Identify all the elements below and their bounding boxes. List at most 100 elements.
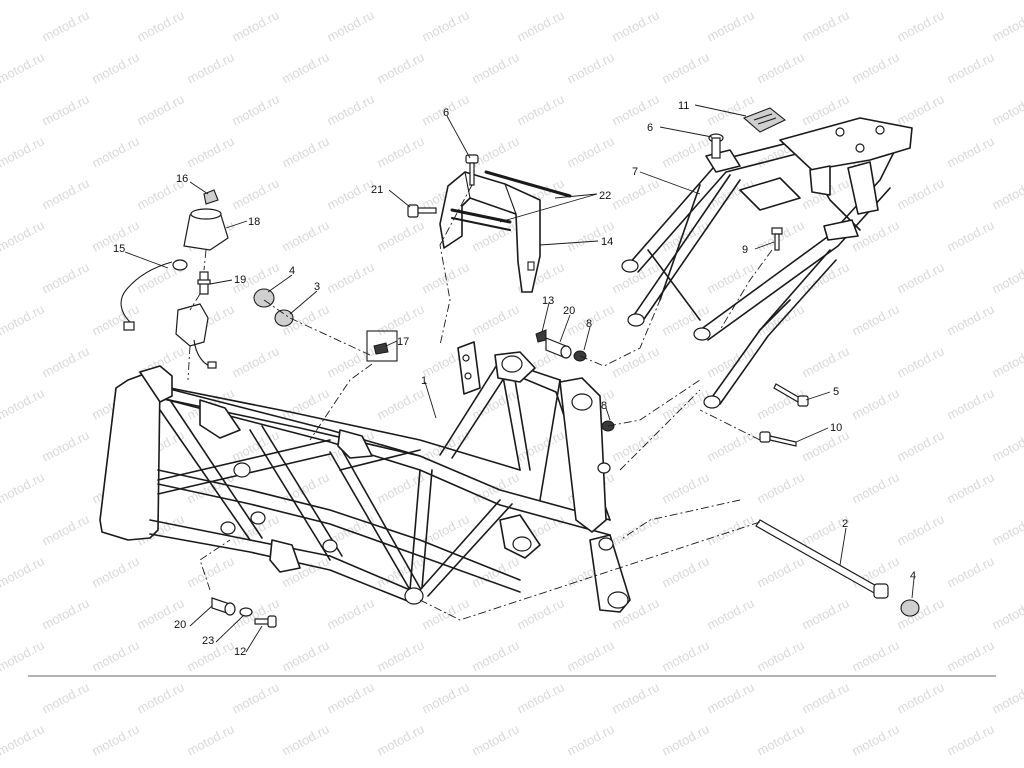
watermark-text: motod.ru <box>229 175 281 212</box>
watermark-text: motod.ru <box>849 49 901 86</box>
watermark-text: motod.ru <box>374 301 426 338</box>
callout-8-lower: 8 <box>601 400 607 412</box>
watermark-text: motod.ru <box>324 595 376 632</box>
callout-5: 5 <box>833 386 839 398</box>
watermark-text: motod.ru <box>134 679 186 716</box>
watermark-text: motod.ru <box>0 469 47 506</box>
rear-subframe <box>621 117 913 409</box>
watermark-text: motod.ru <box>89 637 141 674</box>
callout-10: 10 <box>830 422 842 434</box>
watermark-text: motod.ru <box>374 49 426 86</box>
watermark-text: motod.ru <box>894 343 946 380</box>
watermark-text: motod.ru <box>374 133 426 170</box>
watermark-text: motod.ru <box>514 7 566 44</box>
watermark-text: motod.ru <box>894 679 946 716</box>
watermark-text: motod.ru <box>419 7 471 44</box>
callout-15: 15 <box>113 243 125 255</box>
callout-6-upper: 6 <box>443 107 449 119</box>
watermark-text: motod.ru <box>799 427 851 464</box>
watermark-text: motod.ru <box>514 91 566 128</box>
watermark-text: motod.ru <box>39 7 91 44</box>
watermark-text: motod.ru <box>659 0 711 3</box>
watermark-text: motod.ru <box>609 175 661 212</box>
watermark-text: motod.ru <box>324 175 376 212</box>
watermark-text: motod.ru <box>704 595 756 632</box>
watermark-text: motod.ru <box>944 469 996 506</box>
watermark-text: motod.ru <box>134 91 186 128</box>
watermark-text: motod.ru <box>989 175 1024 212</box>
watermark-text: motod.ru <box>89 301 141 338</box>
watermark-text: motod.ru <box>514 595 566 632</box>
watermark-text: motod.ru <box>89 49 141 86</box>
watermark-text: motod.ru <box>39 175 91 212</box>
watermark-text: motod.ru <box>184 0 236 3</box>
watermark-text: motod.ru <box>0 385 47 422</box>
watermark-text: motod.ru <box>324 259 376 296</box>
watermark-text: motod.ru <box>324 91 376 128</box>
cover-bracket <box>439 170 572 293</box>
watermark-text: motod.ru <box>39 343 91 380</box>
watermark-text: motod.ru <box>659 553 711 590</box>
fasteners <box>120 107 920 628</box>
watermark-text: motod.ru <box>849 469 901 506</box>
watermark-text: motod.ru <box>944 49 996 86</box>
leader-lines <box>124 104 915 653</box>
watermark-text: motod.ru <box>754 469 806 506</box>
watermark-text: motod.ru <box>799 595 851 632</box>
main-frame <box>99 341 631 613</box>
watermark-text: motod.ru <box>849 637 901 674</box>
watermark-text: motod.ru <box>609 7 661 44</box>
watermark-text: motod.ru <box>39 595 91 632</box>
callout-11: 11 <box>678 100 689 112</box>
watermark-text: motod.ru <box>989 343 1024 380</box>
watermark-text: motod.ru <box>184 133 236 170</box>
watermark-text: motod.ru <box>279 0 331 3</box>
callout-21: 21 <box>371 184 383 196</box>
watermark-text: motod.ru <box>469 721 521 758</box>
watermark-text: motod.ru <box>39 679 91 716</box>
watermark-text: motod.ru <box>609 427 661 464</box>
watermark-text: motod.ru <box>279 469 331 506</box>
watermark-text: motod.ru <box>704 7 756 44</box>
watermark-text: motod.ru <box>989 259 1024 296</box>
watermark-text: motod.ru <box>0 721 47 758</box>
watermark-text: motod.ru <box>989 595 1024 632</box>
watermark-text: motod.ru <box>564 721 616 758</box>
callout-20-lower: 20 <box>174 619 186 631</box>
watermark-text: motod.ru <box>894 7 946 44</box>
watermark-text: motod.ru <box>754 49 806 86</box>
watermark-text: motod.ru <box>849 0 901 3</box>
watermark-text: motod.ru <box>609 511 661 548</box>
callout-16: 16 <box>176 173 188 185</box>
watermark-text: motod.ru <box>39 511 91 548</box>
watermark-text: motod.ru <box>564 637 616 674</box>
watermark-text: motod.ru <box>184 49 236 86</box>
watermark-text: motod.ru <box>324 679 376 716</box>
watermark-text: motod.ru <box>704 259 756 296</box>
callout-14: 14 <box>601 236 613 248</box>
watermark-text: motod.ru <box>0 553 47 590</box>
assembly-lines <box>187 184 773 621</box>
watermark-text: motod.ru <box>944 217 996 254</box>
watermark-text: motod.ru <box>374 0 426 3</box>
callout-2: 2 <box>842 518 848 530</box>
callout-9: 9 <box>742 244 748 256</box>
watermark-text: motod.ru <box>279 49 331 86</box>
callout-22: 22 <box>599 190 611 202</box>
watermark-text: motod.ru <box>184 553 236 590</box>
watermark-text: motod.ru <box>849 301 901 338</box>
watermark-text: motod.ru <box>469 553 521 590</box>
watermark-text: motod.ru <box>229 7 281 44</box>
watermark-text: motod.ru <box>39 91 91 128</box>
watermark-text: motod.ru <box>514 427 566 464</box>
watermark-text: motod.ru <box>849 721 901 758</box>
watermark-text: motod.ru <box>89 133 141 170</box>
watermark-text: motod.ru <box>944 133 996 170</box>
callout-6-right: 6 <box>647 122 653 134</box>
watermark-text: motod.ru <box>374 217 426 254</box>
watermark-text: motod.ru <box>989 679 1024 716</box>
watermark-text: motod.ru <box>754 721 806 758</box>
watermark-text: motod.ru <box>469 0 521 3</box>
